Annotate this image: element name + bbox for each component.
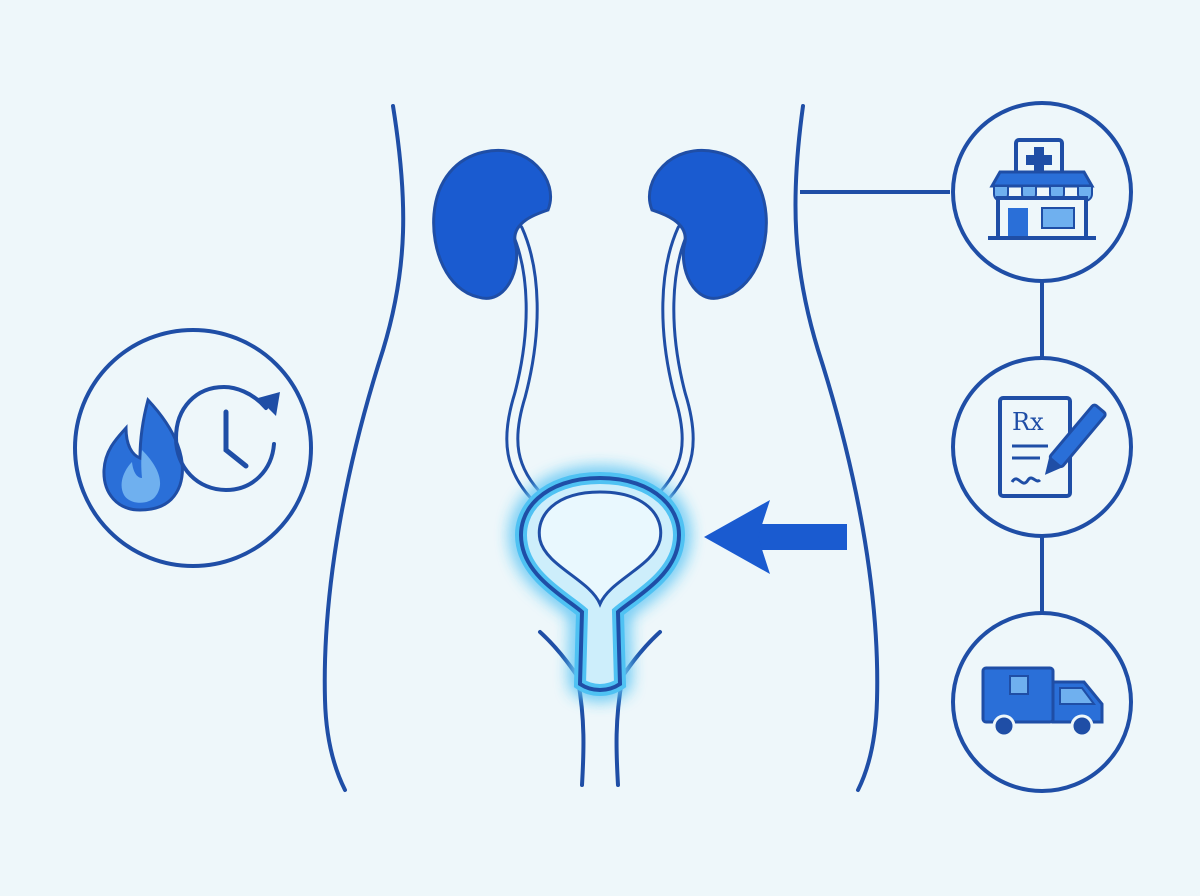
body-outline [322, 104, 880, 792]
pharmacy-store-icon [988, 138, 1096, 240]
prescription-mark: Rx [1012, 408, 1044, 436]
symptom-badge [73, 328, 313, 568]
delivery-badge [951, 611, 1133, 793]
prescription-pen-icon: Rx [998, 396, 1107, 498]
bladder [515, 471, 685, 696]
body-outline-left [322, 104, 406, 792]
pointer-arrow [704, 500, 847, 574]
delivery-truck-icon [981, 666, 1104, 738]
clock-refresh-icon [173, 384, 280, 493]
ureters [505, 223, 695, 507]
prescription-badge: Rx [951, 356, 1133, 538]
body-outline-right [793, 104, 880, 792]
chain-connectors [800, 190, 1044, 612]
left-kidney [432, 148, 552, 300]
pharmacy-badge [951, 101, 1133, 283]
flame-icon [102, 396, 184, 512]
right-kidney [648, 148, 768, 300]
